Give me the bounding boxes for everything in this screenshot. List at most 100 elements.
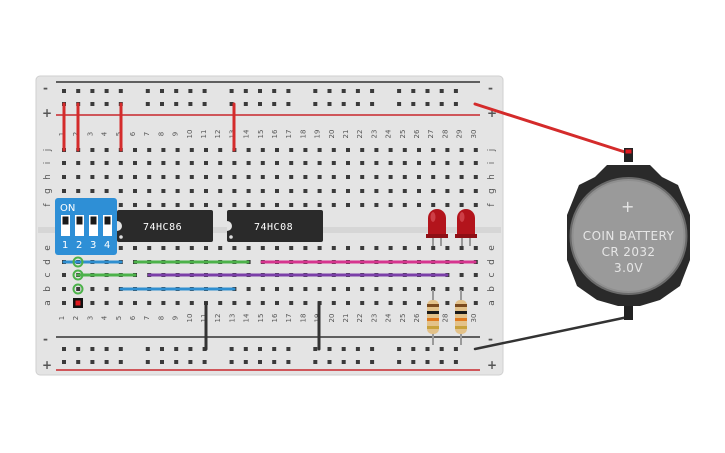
hole-f-21[interactable] bbox=[346, 203, 350, 207]
rail-hole-1-11[interactable] bbox=[229, 102, 234, 106]
rail-hole-3-12[interactable] bbox=[243, 360, 248, 364]
hole-f-6[interactable] bbox=[133, 203, 137, 207]
rail-hole-3-3[interactable] bbox=[90, 360, 95, 364]
hole-g-28[interactable] bbox=[445, 189, 450, 193]
hole-j-30[interactable] bbox=[473, 148, 478, 152]
hole-f-7[interactable] bbox=[147, 203, 152, 207]
hole-h-2[interactable] bbox=[76, 175, 81, 179]
hole-e-7[interactable] bbox=[147, 246, 152, 250]
rail-hole-0-22[interactable] bbox=[411, 89, 416, 93]
hole-h-4[interactable] bbox=[104, 175, 109, 179]
rail-hole-2-5[interactable] bbox=[118, 347, 123, 351]
rail-hole-1-24[interactable] bbox=[439, 102, 444, 106]
rail-hole-2-1[interactable] bbox=[62, 347, 66, 351]
hole-h-19[interactable] bbox=[317, 175, 322, 179]
rail-hole-1-4[interactable] bbox=[104, 102, 109, 106]
hole-a-25[interactable] bbox=[402, 301, 407, 305]
rail-hole-3-9[interactable] bbox=[188, 360, 193, 364]
hole-j-15[interactable] bbox=[260, 148, 265, 152]
hole-c-29[interactable] bbox=[459, 273, 464, 277]
hole-b-4[interactable] bbox=[104, 287, 109, 291]
rail-hole-2-19[interactable] bbox=[355, 347, 360, 351]
rail-hole-2-2[interactable] bbox=[76, 347, 81, 351]
hole-i-21[interactable] bbox=[346, 161, 350, 165]
rail-hole-0-24[interactable] bbox=[439, 89, 444, 93]
hole-j-29[interactable] bbox=[459, 148, 464, 152]
hole-j-20[interactable] bbox=[331, 148, 336, 152]
hole-b-21[interactable] bbox=[346, 287, 350, 291]
hole-h-26[interactable] bbox=[417, 175, 421, 179]
rail-hole-1-23[interactable] bbox=[425, 102, 430, 106]
hole-h-28[interactable] bbox=[445, 175, 450, 179]
hole-f-18[interactable] bbox=[303, 203, 308, 207]
hole-f-28[interactable] bbox=[445, 203, 450, 207]
hole-b-28[interactable] bbox=[445, 287, 450, 291]
rail-hole-1-7[interactable] bbox=[160, 102, 164, 106]
hole-e-16[interactable] bbox=[275, 246, 279, 250]
hole-g-29[interactable] bbox=[459, 189, 464, 193]
hole-a-8[interactable] bbox=[161, 301, 166, 305]
rail-hole-0-4[interactable] bbox=[104, 89, 109, 93]
hole-e-21[interactable] bbox=[346, 246, 350, 250]
hole-g-2[interactable] bbox=[76, 189, 81, 193]
hole-f-16[interactable] bbox=[275, 203, 279, 207]
hole-a-12[interactable] bbox=[218, 301, 223, 305]
dip-toggle-1[interactable] bbox=[61, 215, 70, 236]
dip-switch[interactable]: ON 1 2 3 4 bbox=[55, 198, 117, 255]
hole-i-6[interactable] bbox=[133, 161, 137, 165]
hole-e-14[interactable] bbox=[246, 246, 251, 250]
hole-i-18[interactable] bbox=[303, 161, 308, 165]
hole-b-17[interactable] bbox=[289, 287, 294, 291]
rail-hole-3-20[interactable] bbox=[370, 360, 375, 364]
rail-hole-2-25[interactable] bbox=[453, 347, 458, 351]
hole-f-25[interactable] bbox=[402, 203, 407, 207]
hole-i-25[interactable] bbox=[402, 161, 407, 165]
rail-hole-2-16[interactable] bbox=[313, 347, 318, 351]
rail-hole-3-19[interactable] bbox=[355, 360, 360, 364]
hole-a-10[interactable] bbox=[189, 301, 194, 305]
hole-b-23[interactable] bbox=[374, 287, 379, 291]
rail-hole-2-13[interactable] bbox=[258, 347, 262, 351]
hole-g-18[interactable] bbox=[303, 189, 308, 193]
dip-toggle-3[interactable] bbox=[89, 215, 98, 236]
rail-hole-1-10[interactable] bbox=[202, 102, 207, 106]
hole-j-16[interactable] bbox=[275, 148, 279, 152]
hole-a-28[interactable] bbox=[445, 301, 450, 305]
rail-hole-3-2[interactable] bbox=[76, 360, 81, 364]
rail-hole-2-7[interactable] bbox=[160, 347, 164, 351]
hole-h-3[interactable] bbox=[90, 175, 95, 179]
hole-f-10[interactable] bbox=[189, 203, 194, 207]
hole-g-4[interactable] bbox=[104, 189, 109, 193]
hole-f-11[interactable] bbox=[204, 203, 208, 207]
chip-74hc08[interactable]: 74HC08 bbox=[227, 210, 323, 242]
rail-hole-3-18[interactable] bbox=[341, 360, 346, 364]
hole-b-3[interactable] bbox=[90, 287, 95, 291]
hole-f-20[interactable] bbox=[331, 203, 336, 207]
hole-h-8[interactable] bbox=[161, 175, 166, 179]
hole-b-29[interactable] bbox=[459, 287, 464, 291]
rail-hole-2-17[interactable] bbox=[327, 347, 332, 351]
hole-a-5[interactable] bbox=[118, 301, 123, 305]
rail-hole-1-21[interactable] bbox=[397, 102, 402, 106]
rail-hole-3-5[interactable] bbox=[118, 360, 123, 364]
hole-g-21[interactable] bbox=[346, 189, 350, 193]
hole-j-25[interactable] bbox=[402, 148, 407, 152]
hole-e-13[interactable] bbox=[232, 246, 237, 250]
hole-a-1[interactable] bbox=[62, 301, 66, 305]
hole-h-11[interactable] bbox=[204, 175, 208, 179]
hole-f-12[interactable] bbox=[218, 203, 223, 207]
hole-j-17[interactable] bbox=[289, 148, 294, 152]
hole-b-19[interactable] bbox=[317, 287, 322, 291]
hole-h-25[interactable] bbox=[402, 175, 407, 179]
hole-b-24[interactable] bbox=[388, 287, 393, 291]
rail-hole-2-15[interactable] bbox=[286, 347, 291, 351]
hole-j-22[interactable] bbox=[360, 148, 365, 152]
hole-g-13[interactable] bbox=[232, 189, 237, 193]
hole-h-20[interactable] bbox=[331, 175, 336, 179]
rail-hole-2-24[interactable] bbox=[439, 347, 444, 351]
hole-h-15[interactable] bbox=[260, 175, 265, 179]
rail-hole-2-6[interactable] bbox=[145, 347, 150, 351]
rail-hole-2-18[interactable] bbox=[341, 347, 346, 351]
hole-g-17[interactable] bbox=[289, 189, 294, 193]
rail-hole-2-4[interactable] bbox=[104, 347, 109, 351]
